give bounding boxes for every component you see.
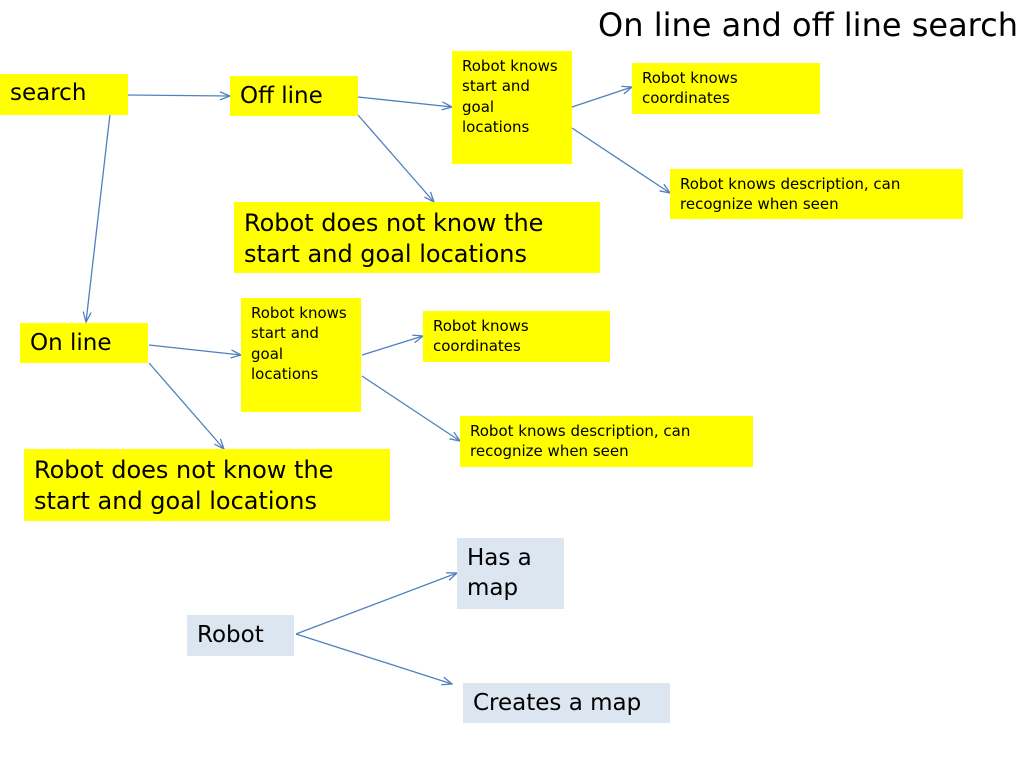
arrow-off-start-goal-to-description (571, 127, 670, 193)
arrow-online-to-knows-start-goal (148, 344, 241, 355)
arrow-robot-to-has-map (295, 573, 457, 635)
arrow-robot-to-creates-map (295, 633, 452, 684)
arrow-search-to-online (86, 113, 111, 322)
node-on-knows-description: Robot knows description, can recognize w… (460, 416, 753, 467)
arrow-on-start-goal-to-coordinates (361, 336, 423, 356)
node-search: search (0, 74, 128, 115)
node-off-knows-coordinates: Robot knows coordinates (632, 63, 820, 114)
node-off-line: Off line (230, 76, 358, 116)
arrow-offline-to-knows-start-goal (357, 96, 452, 107)
node-on-line: On line (20, 323, 148, 363)
node-robot: Robot (187, 615, 294, 656)
node-creates-map: Creates a map (463, 683, 670, 723)
arrow-online-to-not-know (148, 362, 224, 449)
node-has-map: Has a map (457, 538, 564, 609)
node-on-knows-start-goal: Robot knows start and goal locations (241, 298, 361, 412)
arrow-off-start-goal-to-coordinates (571, 87, 632, 108)
slide-title: On line and off line search (598, 6, 1018, 44)
node-on-not-know: Robot does not know the start and goal l… (24, 449, 390, 521)
node-off-knows-description: Robot knows description, can recognize w… (670, 169, 963, 219)
node-on-knows-coordinates: Robot knows coordinates (423, 311, 610, 362)
node-off-not-know: Robot does not know the start and goal l… (234, 202, 600, 273)
arrow-search-to-offline (127, 95, 230, 96)
node-off-knows-start-goal: Robot knows start and goal locations (452, 51, 572, 164)
arrow-offline-to-not-know (357, 114, 434, 202)
arrow-on-start-goal-to-description (361, 375, 460, 441)
